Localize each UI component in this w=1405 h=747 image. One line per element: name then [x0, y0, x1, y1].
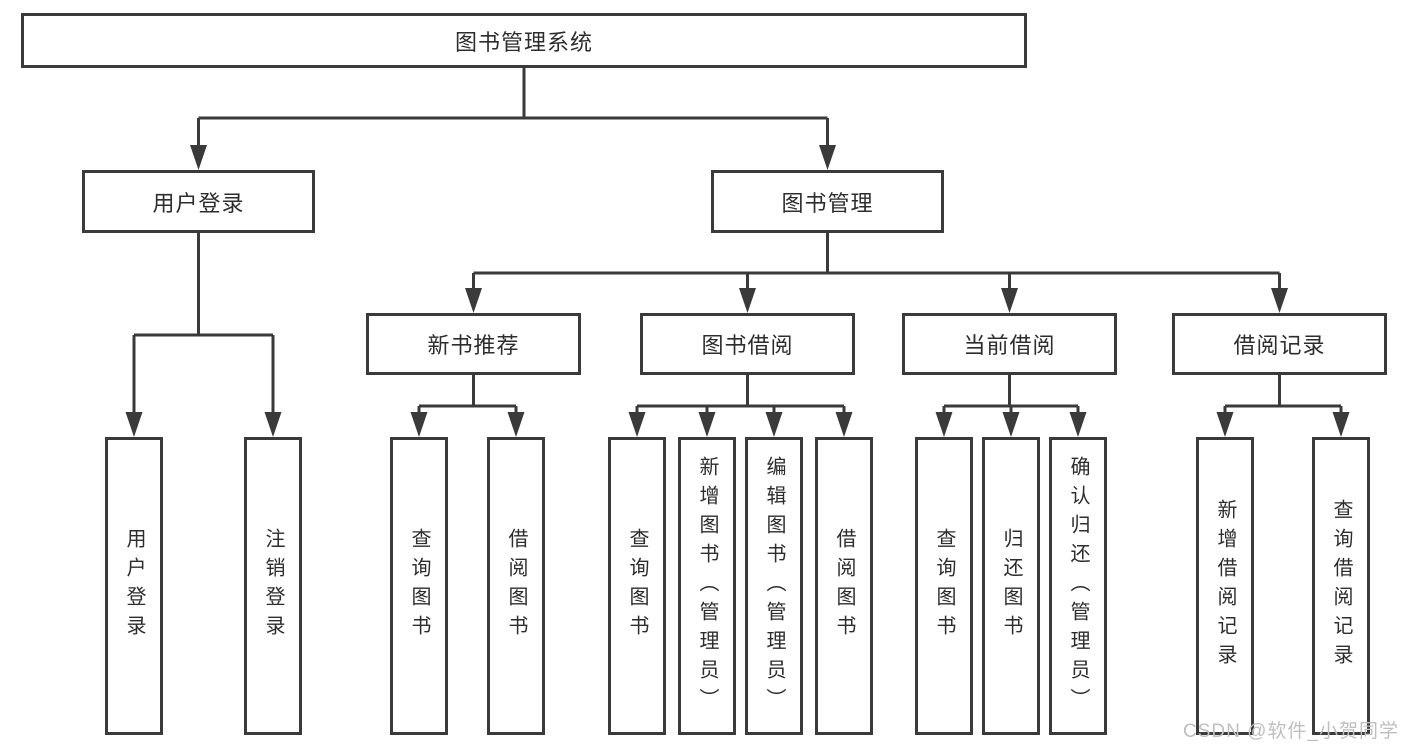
node-current-borrow-label: 当前借阅	[963, 333, 1056, 358]
leaf-borrow-books: 借阅图书	[815, 437, 873, 735]
arrowhead-down-icon	[739, 288, 756, 313]
node-borrow-records-label: 借阅记录	[1233, 333, 1326, 358]
leaf-confirm-return-admin-label: 确认归还（管理员）	[1067, 455, 1089, 717]
arrowhead-down-icon	[125, 412, 143, 437]
watermark-text: CSDN @软件_小贺同学	[1183, 721, 1399, 742]
leaf-query-books-recommend-label: 查询图书	[408, 528, 430, 644]
leaf-edit-books-admin-label: 编辑图书（管理员）	[763, 455, 785, 717]
leaf-borrow-books-recommend-label: 借阅图书	[505, 528, 527, 644]
arrowhead-down-icon	[1271, 288, 1288, 313]
node-new-book-recommend: 新书推荐	[366, 313, 581, 375]
node-book-borrow: 图书借阅	[640, 313, 855, 375]
leaf-borrow-books-recommend: 借阅图书	[487, 437, 545, 735]
leaf-query-borrow-record: 查询借阅记录	[1312, 437, 1370, 735]
arrowhead-down-icon	[507, 412, 525, 437]
node-user-login-module: 用户登录	[82, 170, 315, 233]
node-current-borrow: 当前借阅	[902, 313, 1117, 375]
leaf-add-books-admin: 新增图书（管理员）	[678, 437, 736, 735]
arrowhead-down-icon	[1002, 412, 1020, 437]
arrowhead-down-icon	[835, 412, 853, 437]
node-new-book-recommend-label: 新书推荐	[427, 333, 520, 358]
leaf-edit-books-admin: 编辑图书（管理员）	[745, 437, 803, 735]
leaf-logout-label: 注销登录	[262, 528, 284, 644]
leaf-query-books-borrow-label: 查询图书	[626, 528, 648, 644]
arrowhead-down-icon	[465, 288, 482, 313]
node-borrow-records: 借阅记录	[1172, 313, 1387, 375]
leaf-add-borrow-record: 新增借阅记录	[1196, 437, 1254, 735]
leaf-logout: 注销登录	[244, 437, 302, 735]
leaf-query-books-borrow: 查询图书	[608, 437, 666, 735]
leaf-borrow-books-label: 借阅图书	[833, 528, 855, 644]
node-book-management-label: 图书管理	[781, 190, 874, 216]
leaf-query-borrow-record-label: 查询借阅记录	[1330, 499, 1352, 673]
leaf-query-books-current-label: 查询图书	[933, 528, 955, 644]
leaf-confirm-return-admin: 确认归还（管理员）	[1049, 437, 1107, 735]
arrowhead-down-icon	[628, 412, 646, 437]
arrowhead-down-icon	[698, 412, 716, 437]
arrowhead-down-icon	[1069, 412, 1087, 437]
arrowhead-down-icon	[935, 412, 953, 437]
leaf-query-books-current: 查询图书	[915, 437, 973, 735]
leaf-user-login: 用户登录	[105, 437, 163, 735]
leaf-add-books-admin-label: 新增图书（管理员）	[696, 455, 718, 717]
leaf-return-books: 归还图书	[982, 437, 1040, 735]
node-book-borrow-label: 图书借阅	[701, 333, 794, 358]
leaf-return-books-label: 归还图书	[1000, 528, 1022, 644]
arrowhead-down-icon	[1332, 412, 1350, 437]
arrowhead-down-icon	[190, 145, 207, 170]
arrowhead-down-icon	[410, 412, 428, 437]
node-user-login-module-label: 用户登录	[152, 190, 245, 216]
arrowhead-down-icon	[1001, 288, 1018, 313]
arrowhead-down-icon	[1216, 412, 1234, 437]
arrowhead-down-icon	[819, 145, 836, 170]
leaf-add-borrow-record-label: 新增借阅记录	[1214, 499, 1236, 673]
arrowhead-down-icon	[264, 412, 282, 437]
arrowhead-down-icon	[765, 412, 783, 437]
leaf-query-books-recommend: 查询图书	[390, 437, 448, 735]
node-book-management: 图书管理	[711, 170, 944, 233]
node-root-label: 图书管理系统	[454, 29, 593, 55]
node-root: 图书管理系统	[21, 13, 1027, 68]
leaf-user-login-label: 用户登录	[123, 528, 145, 644]
